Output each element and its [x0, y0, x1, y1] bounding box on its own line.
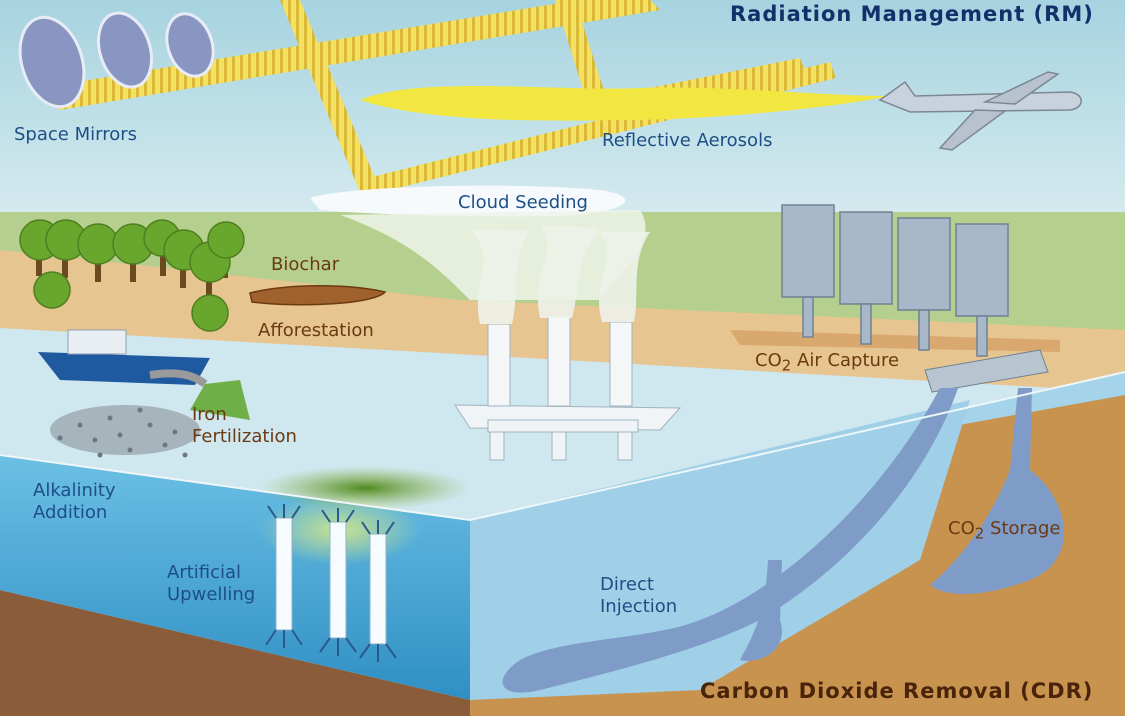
sunbeam-vertical-right: [555, 0, 610, 112]
label-injection-line2: Injection: [600, 596, 678, 617]
co2-prefix: CO: [755, 350, 782, 371]
label-co2-storage: CO2 Storage: [948, 518, 1060, 545]
biochar-log: [249, 285, 387, 306]
label-artificial-upwelling: Artificial Upwelling: [167, 562, 255, 606]
cloud-seeding-platform: [454, 315, 682, 461]
chimney-smoke: [470, 225, 650, 324]
airplane-icon: [878, 71, 1082, 151]
label-afforestation: Afforestation: [258, 320, 374, 341]
storage-suffix: Storage: [984, 518, 1061, 539]
air-capture-panels: [730, 204, 1060, 393]
aerosol-haze: [360, 86, 890, 121]
label-cloud-seeding: Cloud Seeding: [458, 192, 588, 213]
label-space-mirrors: Space Mirrors: [14, 124, 137, 145]
block-edge: [0, 371, 1125, 522]
label-biochar: Biochar: [271, 254, 340, 275]
label-reflective-aerosols: Reflective Aerosols: [602, 130, 773, 151]
alkalinity-particles: [50, 405, 200, 458]
sunbeam-vertical-left: [280, 0, 380, 192]
label-alkalinity-line2: Addition: [33, 502, 108, 523]
label-alkalinity-line1: Alkalinity: [33, 480, 116, 501]
label-upwelling-line1: Artificial: [167, 562, 242, 583]
label-direct-injection: Direct Injection: [600, 574, 677, 618]
co2-subscript: 2: [781, 356, 792, 375]
ocean-deep-right: [470, 400, 970, 700]
label-injection-line1: Direct: [600, 574, 654, 595]
label-co2-air-capture: CO2 Air Capture: [755, 350, 899, 377]
co2-storage-prefix: CO: [948, 518, 975, 539]
label-iron-line1: Iron: [192, 404, 227, 425]
upwelling-pipes: [265, 504, 397, 662]
heading-carbon-dioxide-removal: Carbon Dioxide Removal (CDR): [700, 679, 1094, 703]
seabed-left: [0, 590, 470, 716]
label-iron-line2: Fertilization: [192, 426, 297, 447]
space-mirrors: [18, 11, 215, 109]
label-alkalinity-addition: Alkalinity Addition: [33, 480, 116, 524]
iron-spray: [190, 380, 250, 420]
co2-storage-subscript: 2: [974, 524, 985, 543]
label-iron-fertilization: Iron Fertilization: [192, 404, 297, 448]
trees: [19, 219, 245, 332]
air-capture-suffix: Air Capture: [791, 350, 900, 371]
heading-radiation-management: Radiation Management (RM): [730, 2, 1094, 26]
label-upwelling-line2: Upwelling: [167, 584, 256, 605]
boat: [38, 329, 210, 388]
sunbeam-diagonal: [40, 0, 660, 110]
co2-injection-flows: [502, 388, 1064, 693]
cloud: [310, 185, 626, 217]
